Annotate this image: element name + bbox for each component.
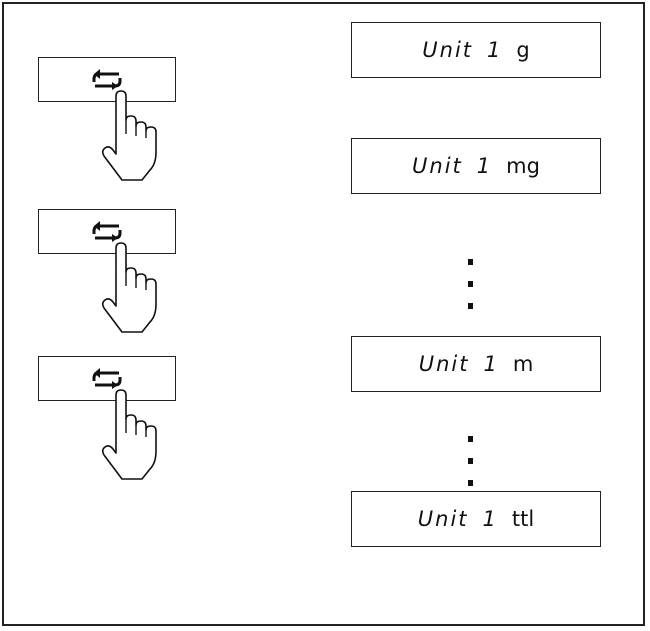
hand-pointer-icon [101,242,157,333]
ellipsis-dots-icon [468,436,473,486]
cycle-arrows-icon [92,69,122,90]
cycle-arrows-icon [92,368,122,389]
display-index: 1 [483,352,499,376]
display-unit-g: Unit 1 g [351,22,601,78]
cycle-key-3[interactable] [38,356,176,401]
display-unit: m [512,352,534,376]
ellipsis-dots-icon [468,259,473,309]
display-index: 1 [487,38,503,62]
cycle-key-1[interactable] [38,57,176,102]
display-unit-m: Unit 1 m [351,336,601,392]
display-unit: g [516,38,530,62]
display-index: 1 [476,154,493,178]
display-label: Unit [422,38,474,62]
display-index: 1 [482,507,498,531]
display-unit-mg: Unit 1 mg [351,138,601,194]
display-unit: mg [506,154,540,178]
display-label: Unit [418,352,470,376]
display-label: Unit [412,154,463,178]
display-unit: ttl [511,507,535,531]
diagram-frame: Unit 1 g Unit 1 mg Unit 1 m Unit 1 ttl [2,2,645,626]
cycle-arrows-icon [92,221,122,242]
display-unit-ttl: Unit 1 ttl [351,491,601,547]
hand-pointer-icon [101,389,157,480]
hand-pointer-icon [101,90,157,181]
display-label: Unit [417,507,469,531]
cycle-key-2[interactable] [38,209,176,254]
